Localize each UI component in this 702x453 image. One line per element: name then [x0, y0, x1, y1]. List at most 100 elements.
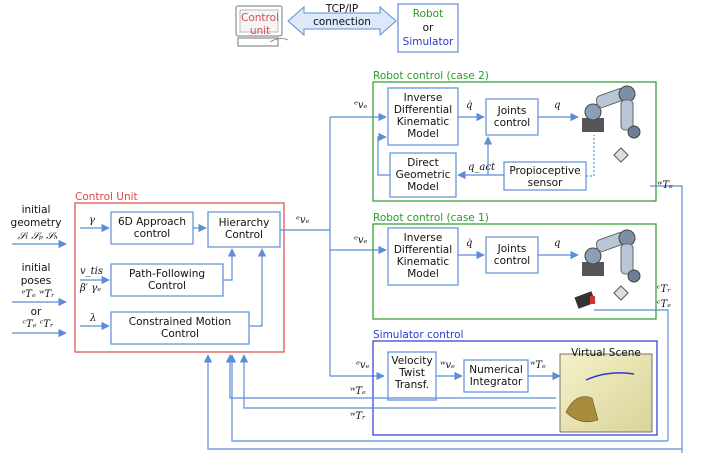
robot-label: Robot [413, 8, 443, 20]
sim_int-line-1: Integrator [470, 376, 523, 388]
tcp-double-arrow [287, 5, 397, 37]
sim-title: Simulator control [373, 329, 463, 341]
r1_ik-line-3: Model [407, 268, 439, 280]
control-unit-title: Control Unit [75, 191, 138, 203]
r1_ik-line-0: Inverse [404, 232, 443, 244]
robot2-wte-label: ʷTₑ [657, 180, 673, 191]
r2_dgm-line-2: Model [407, 181, 439, 193]
r1_jc-line-0: Joints [497, 243, 527, 255]
cu_cmc-line-0: Constrained Motion [129, 316, 231, 328]
sim-wv-label: ʷvₑ [440, 360, 455, 371]
vtis-label: v_tis [80, 266, 103, 277]
sim-frame [372, 340, 658, 436]
robot2-qact-label: q_act [468, 162, 496, 173]
robot-sim-box [397, 3, 459, 53]
geometry-symbols: 𝒮ₜ 𝒮ₚ 𝒮ₕ [18, 231, 58, 242]
robot1-input-label: ᵉvₑ [354, 235, 368, 246]
r1_jc-line-1: control [494, 255, 530, 267]
robot2-input-label: ᵉvₑ [354, 100, 368, 111]
robot1-joints-block [485, 236, 539, 274]
poses-label-2: poses [21, 275, 52, 287]
robot1-cte-label: ᶜTₑ [657, 299, 671, 310]
beta-label: β′ γₑ [79, 283, 101, 294]
control-unit-frame [74, 202, 285, 353]
robot2-joints-block [485, 98, 539, 136]
robot1-q-label: q [554, 238, 560, 249]
virtual-scene-panel [559, 353, 653, 433]
poses-symbols-1: ᵉTₑ ʷTᵣ [21, 289, 55, 300]
approach-control-block [110, 211, 194, 245]
geometry-label-2: geometry [11, 217, 62, 229]
sim_vtt-line-1: Twist [398, 367, 425, 379]
robot2-title: Robot control (case 2) [373, 70, 489, 82]
sim_vtt-line-2: Transf. [394, 379, 429, 391]
virtual-scene-title: Virtual Scene [571, 347, 641, 359]
robot2-q-label: q [554, 100, 560, 111]
sim_vtt-line-0: Velocity [391, 355, 432, 367]
robot1-ctr-label: ᶜTᵣ [657, 284, 671, 295]
cu_app-line-1: control [134, 228, 170, 240]
r2_dgm-line-0: Direct [407, 157, 438, 169]
robot2-frame [372, 81, 657, 202]
tcp-line-1: connection [313, 16, 371, 28]
robot2-sensor-block [503, 161, 587, 191]
or-label: or [423, 22, 434, 34]
robot1-frame [372, 223, 657, 320]
sim-wt-label: ʷTₑ [530, 360, 546, 371]
hierarchy-control-block [207, 211, 281, 248]
r2_ik-line-0: Inverse [404, 92, 443, 104]
r2_dgm-line-1: Geometric [396, 169, 451, 181]
tcp-line-0: TCP/IP [325, 3, 358, 15]
r2_ik-line-3: Model [407, 128, 439, 140]
r2_jc-line-1: control [494, 117, 530, 129]
poses-label-1: initial [22, 262, 51, 274]
constrained-motion-block [110, 311, 250, 345]
cu_cmc-line-1: Control [161, 328, 199, 340]
feedback-wtr-label: ʷTᵣ [350, 411, 366, 422]
computer-icon [235, 5, 289, 47]
tool-path [585, 372, 635, 381]
sim-integrator-block [463, 359, 529, 393]
feedback-wte-label: ʷTₑ [350, 386, 366, 397]
r2_sen-line-1: sensor [528, 177, 563, 189]
inputs-group: initial geometry 𝒮ₜ 𝒮ₚ 𝒮ₕ initial poses … [11, 204, 67, 338]
robot1-ik-block [387, 227, 459, 286]
cu_app-line-0: 6D Approach [118, 216, 186, 228]
gamma-label: γ [89, 215, 95, 226]
robot-arm-icon-2 [582, 229, 641, 301]
poses-symbols-2: ᶜTₑ ᶜTᵣ [23, 319, 54, 330]
r2_jc-line-0: Joints [497, 105, 527, 117]
robot2-dgm-block [389, 152, 457, 198]
robot2-ik-block [387, 87, 459, 146]
r1_ik-line-1: Differential [394, 244, 452, 256]
cu_path-line-1: Control [148, 280, 186, 292]
cuh-line-1: unit [250, 25, 270, 37]
r2_ik-line-1: Differential [394, 104, 452, 116]
geometry-label-1: initial [22, 204, 51, 216]
cu_hier-line-1: Control [225, 229, 263, 241]
robot-arm-icon [582, 85, 641, 163]
camera-icon [574, 291, 596, 309]
r2_ik-line-2: Kinematic [397, 116, 450, 128]
cuh-line-0: Control [241, 12, 279, 24]
robot2-qdot-label: q̇ [466, 100, 472, 111]
robot1-title: Robot control (case 1) [373, 212, 489, 224]
